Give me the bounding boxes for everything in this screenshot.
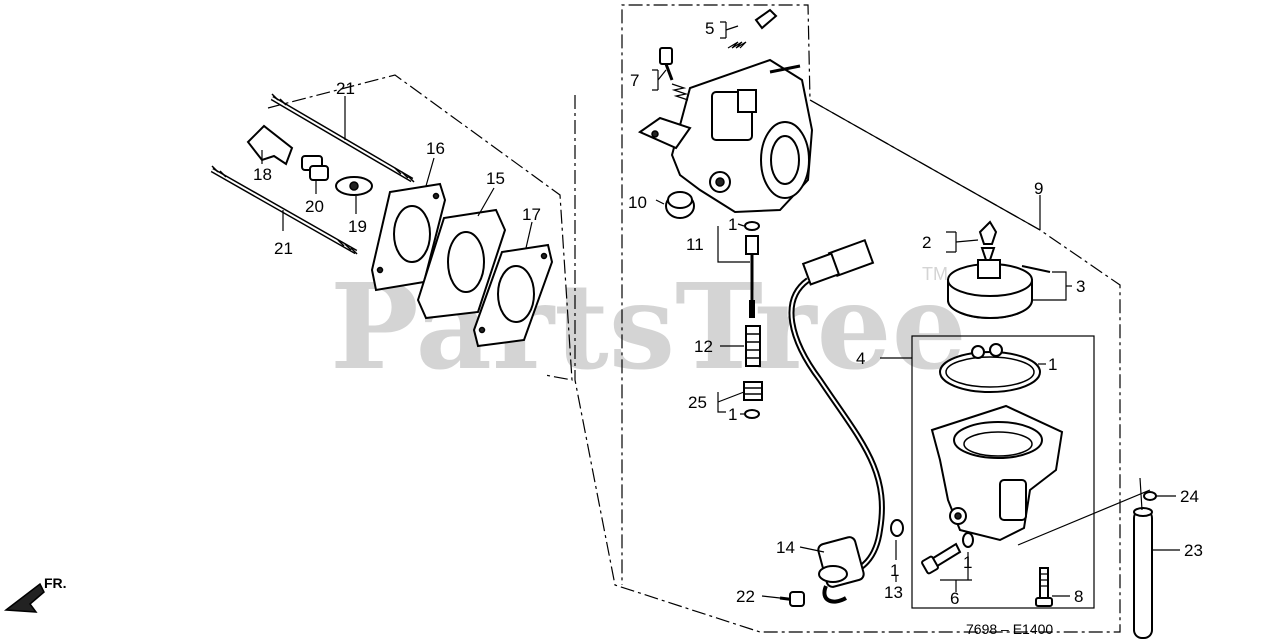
callout-1-jet: 1 bbox=[728, 405, 737, 424]
callout-15: 15 bbox=[486, 169, 505, 188]
float-chamber-frame bbox=[911, 335, 1095, 609]
gasket-group-frame bbox=[267, 74, 573, 381]
callout-17: 17 bbox=[522, 205, 541, 224]
callout-25: 25 bbox=[688, 393, 707, 412]
callout-18: 18 bbox=[253, 165, 272, 184]
o-ring-top bbox=[744, 221, 760, 231]
callout-1-drain: 1 bbox=[963, 553, 972, 572]
cap-part-10 bbox=[665, 191, 695, 219]
callout-13: 13 bbox=[884, 583, 903, 602]
insulator-block-15 bbox=[416, 208, 507, 320]
direction-label: FR. bbox=[44, 575, 67, 591]
callout-1-top: 1 bbox=[728, 215, 737, 234]
carburetor-body bbox=[637, 58, 814, 214]
callout-20: 20 bbox=[305, 197, 324, 216]
callout-21-upper: 21 bbox=[336, 79, 355, 98]
stud-bolt-lower bbox=[210, 165, 358, 255]
nut-part bbox=[301, 155, 329, 181]
callout-1-chamber: 1 bbox=[1048, 355, 1057, 374]
callout-24: 24 bbox=[1180, 487, 1199, 506]
callout-5: 5 bbox=[705, 19, 714, 38]
trademark-mark: TM bbox=[922, 264, 948, 284]
carburetor-assembly-frame bbox=[574, 4, 1121, 633]
float-3 bbox=[947, 259, 1051, 319]
needle-jet-12 bbox=[745, 325, 761, 367]
screw-22 bbox=[779, 591, 805, 607]
clamp-13 bbox=[890, 519, 904, 537]
callout-6: 6 bbox=[950, 589, 959, 608]
callout-1-clamp: 1 bbox=[890, 561, 899, 580]
main-jet-holder-11 bbox=[745, 235, 759, 318]
stud-bolt-upper bbox=[270, 93, 415, 183]
bracket-part bbox=[246, 124, 294, 166]
pilot-screw-7 bbox=[659, 47, 689, 101]
throttle-stop-screw-5 bbox=[727, 8, 778, 49]
carburetor-gasket-17 bbox=[472, 243, 554, 348]
wing-nut-part bbox=[335, 176, 373, 196]
float-chamber-4 bbox=[930, 404, 1064, 542]
callout-8: 8 bbox=[1074, 587, 1083, 606]
callout-9: 9 bbox=[1034, 179, 1043, 198]
o-ring-bottom bbox=[744, 409, 760, 419]
leader-lines bbox=[261, 21, 1180, 599]
callout-3: 3 bbox=[1076, 277, 1085, 296]
callout-2: 2 bbox=[922, 233, 931, 252]
insulator-gasket-16 bbox=[370, 182, 447, 292]
callout-22: 22 bbox=[736, 587, 755, 606]
connector-plug bbox=[801, 238, 875, 286]
callout-4: 4 bbox=[856, 349, 865, 368]
callout-11: 11 bbox=[686, 235, 704, 254]
callout-14: 14 bbox=[776, 538, 795, 557]
callout-7: 7 bbox=[630, 71, 639, 90]
float-valve-2 bbox=[978, 220, 998, 261]
callout-16: 16 bbox=[426, 139, 445, 158]
callout-19: 19 bbox=[348, 217, 367, 236]
figure-code: 7698 – E1400 bbox=[966, 621, 1053, 637]
clip-24 bbox=[1143, 491, 1157, 501]
main-jet-25 bbox=[743, 381, 763, 401]
front-direction-arrow bbox=[3, 582, 45, 613]
fuel-cut-solenoid-14 bbox=[817, 536, 865, 604]
drain-tube-23 bbox=[1133, 507, 1153, 639]
float-chamber-o-ring bbox=[939, 343, 1041, 393]
callout-10: 10 bbox=[628, 193, 647, 212]
callout-23: 23 bbox=[1184, 541, 1203, 560]
callout-12: 12 bbox=[694, 337, 713, 356]
bolt-8 bbox=[1035, 567, 1053, 607]
callout-21-lower: 21 bbox=[274, 239, 293, 258]
drain-screw-6 bbox=[921, 532, 974, 575]
